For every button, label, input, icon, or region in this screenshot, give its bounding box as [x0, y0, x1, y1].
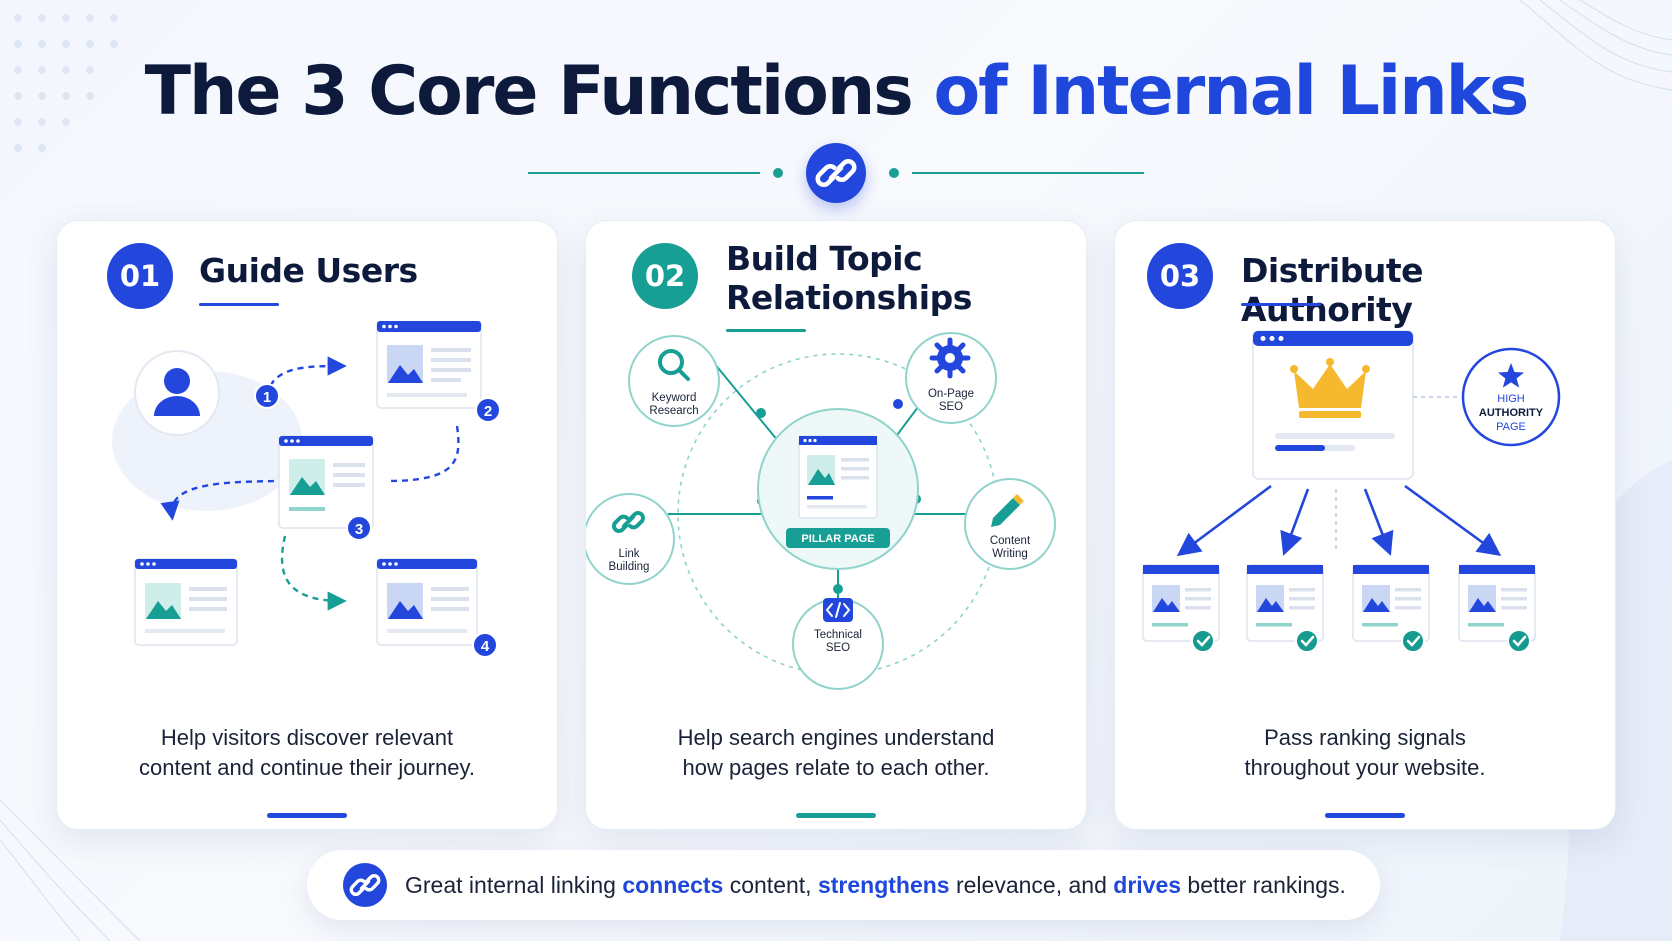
magnifier-icon: [658, 349, 690, 381]
pillar-page-label: PILLAR PAGE: [801, 533, 874, 545]
pencil-icon: [991, 494, 1024, 527]
summary-emphasis-strengthens: strengthens: [817, 871, 950, 898]
card-bottom-bar: [267, 813, 347, 818]
summary-emphasis-connects: connects: [622, 871, 724, 898]
browser-page-icon: [376, 321, 482, 409]
gear-icon: [929, 337, 971, 379]
card-bottom-bar: [796, 813, 876, 818]
summary-text-part: Great internal linking: [405, 871, 623, 898]
card-number-badge: 01: [107, 243, 173, 309]
summary-text-part: better rankings.: [1181, 871, 1346, 898]
topic-node-label: Writing: [992, 548, 1028, 560]
summary-text: Great internal linking connects content,…: [405, 850, 1346, 920]
browser-page-icon: [134, 558, 238, 646]
card-description: Pass ranking signals throughout your web…: [1135, 723, 1595, 783]
divider-dot-right: [889, 168, 899, 178]
child-page: [1142, 564, 1220, 653]
card-title-line: Build Topic: [726, 239, 923, 278]
link-icon: [612, 511, 645, 533]
child-page: [1352, 564, 1430, 653]
card-description: Help visitors discover relevant content …: [77, 723, 537, 783]
page-title: The 3 Core Functions of Internal Links: [0, 52, 1672, 131]
authority-badge-text: AUTHORITY: [1479, 407, 1544, 419]
topic-node-label: Research: [649, 405, 698, 417]
step-marker: 2: [475, 397, 501, 423]
child-page: [1458, 564, 1536, 653]
card-title: Guide Users: [199, 251, 418, 290]
authority-flow-illustration: HIGH AUTHORITY PAGE: [1142, 330, 1561, 653]
card-bottom-bar: [1325, 813, 1405, 818]
topic-node-label: Keyword: [652, 392, 697, 404]
step-number: 3: [355, 521, 363, 538]
step-marker: 3: [346, 515, 372, 541]
summary-emphasis-drives: drives: [1113, 871, 1182, 898]
title-divider: [520, 140, 1152, 206]
authority-badge-text: HIGH: [1497, 393, 1525, 405]
card-description-line: how pages relate to each other.: [682, 755, 990, 780]
browser-page-icon: [278, 435, 374, 529]
topic-node-keyword-research: Keyword Research: [628, 335, 720, 427]
topic-node-label: Building: [609, 561, 650, 573]
checkmark-icon: [1191, 629, 1215, 653]
star-icon: [1498, 363, 1524, 388]
summary-text-part: content,: [723, 871, 818, 898]
divider-dot-left: [773, 168, 783, 178]
card-title: Build Topic Relationships: [726, 239, 1076, 317]
card-description-line: throughout your website.: [1244, 755, 1486, 780]
pillar-page-node: PILLAR PAGE: [757, 408, 919, 570]
browser-page-icon: [1252, 330, 1414, 480]
topic-node-label: On-Page: [928, 388, 974, 400]
topic-node-label: Technical: [814, 629, 862, 641]
card-number-badge: 03: [1147, 243, 1213, 309]
card-title-underline: [199, 303, 279, 306]
card-description-line: Pass ranking signals: [1264, 725, 1466, 750]
topic-node-technical-seo: Technical SEO: [792, 598, 884, 690]
checkmark-icon: [1295, 629, 1319, 653]
code-icon: [823, 598, 853, 622]
topic-node-label: SEO: [939, 401, 963, 413]
user-icon: [134, 350, 220, 436]
card-description-line: content and continue their journey.: [139, 755, 475, 780]
high-authority-badge: HIGH AUTHORITY PAGE: [1461, 347, 1561, 447]
crown-icon: [1290, 358, 1370, 418]
title-accent-text: of Internal Links: [933, 52, 1529, 131]
child-page: [1246, 564, 1324, 653]
step-marker: 1: [254, 383, 280, 409]
checkmark-icon: [1507, 629, 1531, 653]
divider-line-left: [528, 172, 760, 174]
guide-users-illustration: 1 2 3 4: [112, 321, 501, 658]
divider-line-right: [912, 172, 1144, 174]
card-title-underline: [726, 329, 806, 332]
checkmark-icon: [1401, 629, 1425, 653]
card-description-line: Help visitors discover relevant: [160, 725, 454, 750]
card-description-line: Help search engines understand: [677, 725, 995, 750]
topic-node-label: Link: [618, 548, 639, 560]
link-icon: [343, 863, 387, 907]
card-guide-users: 01 Guide Users: [56, 220, 558, 830]
browser-page-icon: [376, 558, 478, 646]
topic-node-link-building: Link Building: [586, 493, 675, 585]
topic-cluster-diagram: PILLAR PAGE Keyword Research On-Page SEO: [586, 332, 1056, 690]
step-number: 4: [481, 638, 490, 655]
card-distribute-authority: 03 Distribute Authority HIGH: [1114, 220, 1616, 830]
step-number: 1: [263, 389, 271, 406]
topic-node-label: SEO: [826, 642, 850, 654]
link-icon: [806, 143, 866, 203]
card-number-badge: 02: [632, 243, 698, 309]
card-build-topic-relationships: 02 Build Topic Relationships PILLAR PAG: [585, 220, 1087, 830]
card-title: Distribute Authority: [1241, 251, 1423, 329]
topic-node-on-page-seo: On-Page SEO: [905, 332, 997, 424]
summary-text-part: relevance, and: [949, 871, 1114, 898]
step-marker: 4: [472, 632, 498, 658]
card-description: Help search engines understand how pages…: [606, 723, 1066, 783]
title-main-text: The 3 Core Functions: [144, 52, 914, 131]
authority-badge-text: PAGE: [1496, 421, 1526, 433]
topic-node-label: Content: [990, 535, 1031, 547]
step-number: 2: [484, 403, 492, 420]
summary-banner: Great internal linking connects content,…: [307, 850, 1380, 920]
topic-node-content-writing: Content Writing: [964, 478, 1056, 570]
card-title-line: Relationships: [726, 278, 972, 317]
card-title-underline: [1241, 303, 1321, 306]
